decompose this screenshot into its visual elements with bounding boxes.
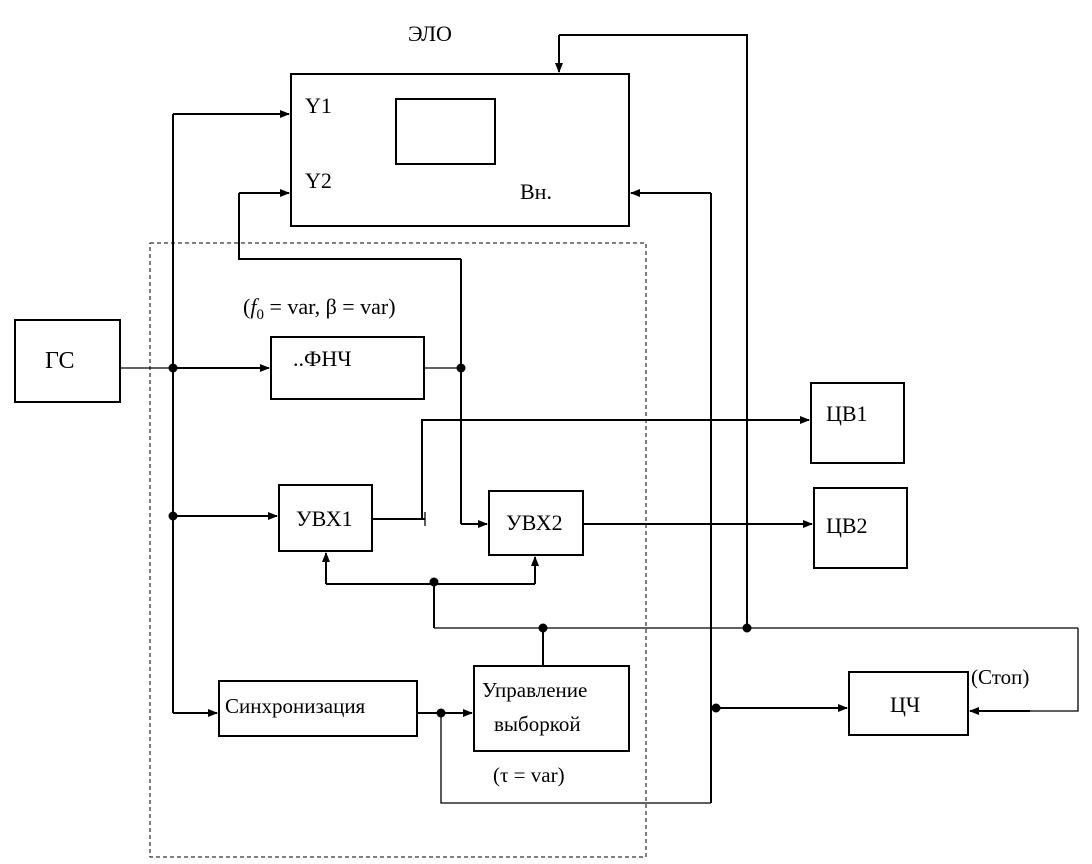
cv2-block: ЦВ2 [813,487,908,569]
stop-label: (Стоп) [971,665,1029,689]
elo-screen [395,98,496,165]
control-label-line1: Управление [482,678,587,702]
gs-block: ГС [14,319,121,403]
wires [120,34,1079,804]
cv1-block: ЦВ1 [810,382,905,464]
fnch-block: ..ФНЧ [270,336,425,400]
cch-block: ЦЧ [848,671,969,736]
gs-label: ГС [45,348,75,374]
elo-input-y2: Y2 [305,168,332,193]
uvh1-block: УВХ1 [278,484,373,552]
fnch-label: ..ФНЧ [293,346,352,371]
control-block: Управление выборкой [473,665,630,752]
junctions [168,363,752,718]
sync-block: Синхронизация [218,680,418,737]
elo-title: ЭЛО [408,21,452,46]
uvh2-block: УВХ2 [488,490,584,556]
cch-label: ЦЧ [890,692,920,717]
elo-input-y1: Y1 [305,93,332,118]
elo-block: ЭЛО Y1 Y2 Вн. [290,21,630,227]
control-param: (τ = var) [493,763,565,787]
uvh1-label: УВХ1 [296,506,353,531]
fnch-params: (f0 = var, β = var) [243,294,396,323]
elo-input-ext: Вн. [520,179,552,204]
device-boundary [149,242,647,858]
control-label-line2: выборкой [494,712,581,736]
uvh2-label: УВХ2 [506,510,563,535]
sync-label: Синхронизация [225,694,366,718]
cv1-label: ЦВ1 [826,401,868,426]
cv2-label: ЦВ2 [826,513,868,538]
